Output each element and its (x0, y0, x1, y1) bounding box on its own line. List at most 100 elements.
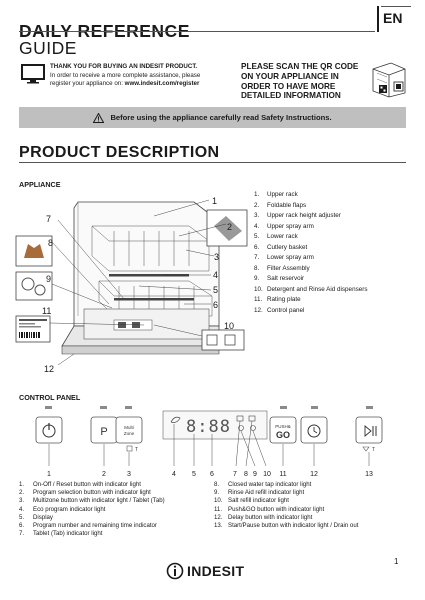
safety-text: Before using the appliance carefully rea… (110, 113, 332, 122)
light-13 (366, 406, 373, 409)
cp-callout-3: 3 (127, 471, 131, 478)
header-divider (19, 31, 375, 32)
cp-callout-9: 9 (253, 471, 257, 478)
list-item: 11.Rating plate (254, 296, 301, 303)
callout-6: 6 (213, 300, 218, 310)
appliance-heading: APPLIANCE (19, 180, 61, 189)
program-button-label: P (100, 426, 107, 438)
light-3 (125, 406, 132, 409)
callout-7: 7 (46, 214, 51, 224)
register-link[interactable]: www.indesit.com/register (124, 80, 200, 87)
drain-icon (362, 446, 370, 452)
list-item: 11.Push&GO button with indicator light (214, 505, 325, 513)
tab-label: T (135, 447, 138, 453)
computer-icon (21, 64, 45, 84)
list-item: 12.Control panel (254, 306, 305, 314)
list-item: 5.Display (19, 513, 53, 521)
appliance-diagram: 1 2 3 4 5 6 7 8 9 10 11 12 (15, 196, 248, 374)
brand-name: INDESIT (187, 563, 245, 579)
eco-icon (170, 416, 181, 423)
page-subtitle: GUIDE (19, 38, 77, 58)
list-item: 4.Eco program indicator light (19, 505, 106, 513)
list-item: 10.Detergent and Rinse Aid dispensers (254, 285, 368, 293)
start-pause-button[interactable] (355, 416, 383, 444)
indesit-logo-icon (166, 562, 184, 580)
control-panel-heading: CONTROL PANEL (19, 393, 81, 402)
drain-label: T (372, 447, 375, 453)
cp-callout-2: 2 (102, 471, 106, 478)
language-divider (377, 6, 379, 32)
callout-3: 3 (214, 252, 219, 262)
clock-icon (307, 424, 321, 438)
indicator-lights (45, 406, 373, 409)
list-item: 6.Program number and remaining time indi… (19, 522, 157, 530)
list-item: 2.Foldable flaps (254, 201, 307, 209)
callout-4: 4 (213, 270, 218, 280)
tablet-icon (126, 445, 133, 452)
callout-5: 5 (213, 285, 218, 295)
cp-callout-5: 5 (192, 471, 196, 478)
list-item: 7.Tablet (Tab) indicator light (19, 530, 103, 538)
callout-10: 10 (224, 321, 234, 331)
multizone-button[interactable] (115, 416, 143, 444)
thanks-register-prefix: register your appliance on: (50, 80, 125, 87)
display-digits: 8:88 (186, 417, 231, 437)
list-item: 3.Upper rack height adjuster (254, 212, 341, 219)
list-item: 13.Start/Pause button with indicator lig… (214, 522, 359, 530)
callout-11: 11 (42, 306, 51, 316)
callout-8: 8 (48, 238, 53, 248)
registration-notice: THANK YOU FOR BUYING AN INDESIT PRODUCT.… (50, 63, 225, 89)
cp-callout-13: 13 (365, 471, 373, 478)
callout-9: 9 (46, 274, 51, 284)
cp-callout-11: 11 (279, 471, 286, 478)
list-item: 5.Lower rack (254, 233, 298, 240)
control-panel-legend-right: 8.Closed water tap indicator light 9.Rin… (214, 481, 424, 530)
light-1 (45, 406, 52, 409)
multizone-label-1: Multi (124, 425, 134, 430)
list-item: 6.Cutlery basket (254, 243, 308, 251)
page-number: 1 (394, 557, 399, 566)
push-go-button[interactable] (269, 416, 297, 444)
cp-callout-10: 10 (263, 471, 271, 478)
callout-1: 1 (212, 196, 217, 206)
list-item: 1.Upper rack (254, 191, 298, 198)
list-item: 3.Multizone button with indicator light … (19, 497, 165, 505)
warning-icon (93, 112, 105, 123)
cp-callout-1: 1 (47, 471, 51, 478)
control-panel-legend-left: 1.On-Off / Reset button with indicator l… (19, 481, 219, 538)
list-item: 8.Closed water tap indicator light (214, 481, 312, 488)
cp-callout-6: 6 (210, 471, 214, 478)
section-divider (19, 162, 406, 163)
brand-logo: INDESIT (166, 562, 244, 580)
cp-callout-12: 12 (310, 471, 318, 478)
display-panel (162, 410, 268, 440)
list-item: 12.Delay button with indicator light (214, 513, 313, 521)
section-title: PRODUCT DESCRIPTION (19, 144, 220, 161)
list-item: 9.Salt reservoir (254, 275, 305, 282)
list-item: 1.On-Off / Reset button with indicator l… (19, 481, 141, 488)
callout-12: 12 (44, 364, 54, 374)
callout-2: 2 (227, 222, 232, 232)
list-item: 8.Filter Assembly (254, 264, 310, 272)
light-12 (311, 406, 318, 409)
parts-list: 1.Upper rack 2.Foldable flaps 3.Upper ra… (254, 190, 414, 316)
list-item: 9.Rinse Aid refill indicator light (214, 489, 305, 497)
cp-callout-4: 4 (172, 471, 176, 478)
play-pause-icon (364, 425, 372, 437)
push-go-label-1: PUSH& (275, 424, 291, 429)
list-item: 7.Lower spray arm (254, 254, 314, 261)
safety-banner: Before using the appliance carefully rea… (19, 107, 406, 128)
thanks-heading: THANK YOU FOR BUYING AN INDESIT PRODUCT. (50, 63, 198, 70)
push-go-label-2: GO (276, 430, 290, 440)
control-panel-diagram: P Multi Zone T 8:88 PUSH& GO T 1 2 3 4 5 (35, 406, 383, 478)
qr-scan-notice: PLEASE SCAN THE QR CODE ON YOUR APPLIANC… (241, 62, 359, 101)
thanks-line: In order to receive a more complete assi… (50, 71, 201, 79)
cp-callout-7: 7 (233, 471, 237, 478)
rinse-aid-icon (238, 425, 244, 431)
light-2 (100, 406, 107, 409)
light-11 (280, 406, 287, 409)
dishwasher-qr-illustration (372, 62, 406, 98)
language-rule (381, 6, 411, 7)
list-item: 10.Salt refill indicator light (214, 497, 289, 505)
list-item: 2.Program selection button with indicato… (19, 489, 151, 497)
